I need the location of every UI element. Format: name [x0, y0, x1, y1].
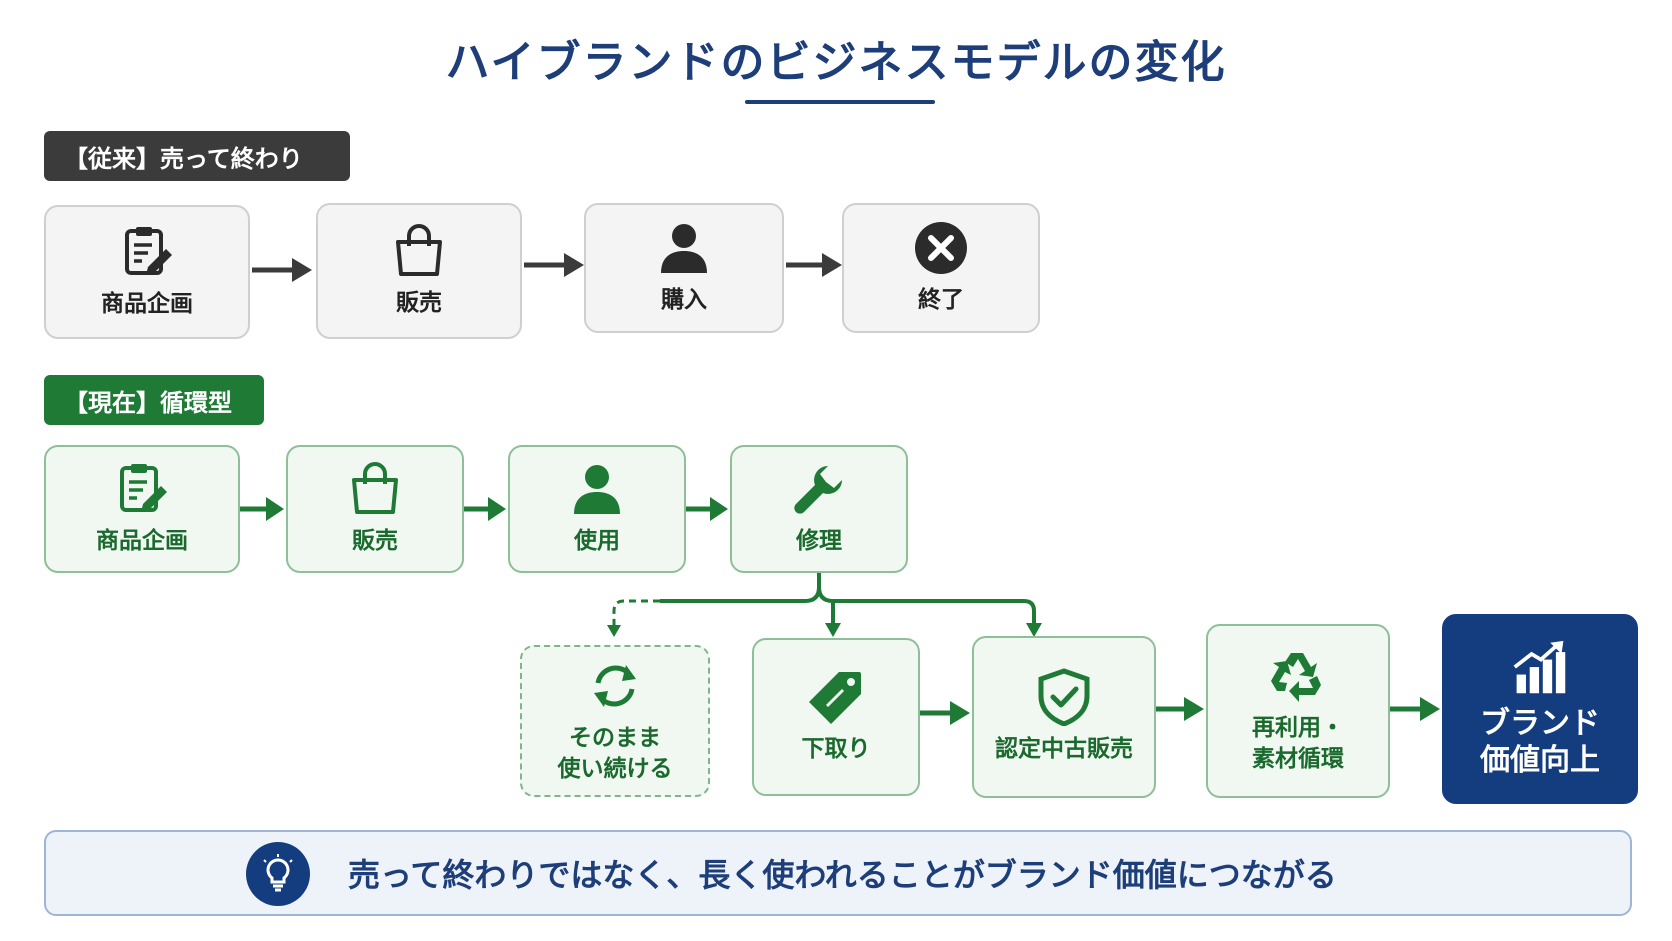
title-underline [745, 100, 935, 104]
traditional-step-end: 終了 [842, 203, 1040, 333]
person-icon [655, 219, 713, 277]
step-label: 購入 [661, 287, 707, 314]
traditional-step-purchase: 購入 [584, 203, 784, 333]
arrow-right-icon [252, 258, 312, 282]
branch-label-line1: ブランド [1480, 705, 1600, 741]
shopping-bag-icon [346, 460, 404, 518]
current-step-planning: 商品企画 [44, 445, 240, 573]
arrow-right-icon [464, 497, 506, 521]
step-label: 認定中古販売 [995, 736, 1133, 763]
clipboard-edit-icon [113, 460, 171, 518]
traditional-section-label: 【従来】売って終わり [44, 131, 350, 181]
arrow-right-icon [920, 701, 970, 725]
shield-check-icon [1035, 668, 1093, 727]
step-label: 使用 [574, 528, 620, 555]
recycle-icon [1269, 647, 1327, 705]
step-label: 修理 [796, 528, 842, 555]
current-step-sales: 販売 [286, 445, 464, 573]
branch-connectors [607, 573, 1042, 637]
step-label: 販売 [396, 290, 442, 317]
shopping-bag-icon [390, 222, 448, 280]
branch-certified-resale: 認定中古販売 [972, 636, 1156, 798]
arrow-right-icon [240, 497, 284, 521]
branch-reuse-recycle: 再利用・ 素材循環 [1206, 624, 1390, 798]
person-icon [568, 460, 626, 518]
traditional-step-planning: 商品企画 [44, 205, 250, 339]
step-label: 商品企画 [101, 291, 193, 318]
branch-label-line2: 使い続ける [557, 756, 673, 782]
tag-icon [807, 668, 865, 726]
clipboard-edit-icon [118, 223, 176, 281]
step-label: 終了 [918, 287, 964, 314]
arrow-right-icon [1156, 697, 1204, 721]
step-label: 販売 [352, 528, 398, 555]
branch-label-line2: 素材循環 [1252, 746, 1344, 772]
brand-value-up: ブランド 価値向上 [1442, 614, 1638, 804]
growth-chart-icon [1511, 639, 1569, 697]
current-step-use: 使用 [508, 445, 686, 573]
key-message-bar: 売って終わりではなく、長く使われることがブランド価値につながる [44, 830, 1632, 916]
arrow-right-icon [1390, 697, 1440, 721]
step-label: 商品企画 [96, 528, 188, 555]
refresh-icon [586, 657, 644, 715]
wrench-icon [790, 460, 848, 518]
current-step-repair: 修理 [730, 445, 908, 573]
arrow-right-icon [686, 497, 728, 521]
step-label: 下取り [801, 736, 871, 763]
branch-keep-using: そのまま 使い続ける [520, 645, 710, 797]
arrow-right-icon [524, 253, 584, 277]
branch-label-line1: そのまま [569, 724, 661, 751]
branch-label-line1: 再利用・ [1252, 714, 1344, 741]
lightbulb-icon [246, 842, 310, 906]
page-title: ハイブランドのビジネスモデルの変化 [445, 37, 1227, 88]
traditional-step-sales: 販売 [316, 203, 522, 339]
branch-trade-in: 下取り [752, 638, 920, 796]
current-section-label: 【現在】循環型 [44, 375, 264, 425]
key-message-text: 売って終わりではなく、長く使われることがブランド価値につながる [348, 856, 1337, 894]
arrow-right-icon [786, 253, 842, 277]
branch-label-line2: 価値向上 [1480, 743, 1600, 778]
close-circle-icon [912, 219, 970, 277]
